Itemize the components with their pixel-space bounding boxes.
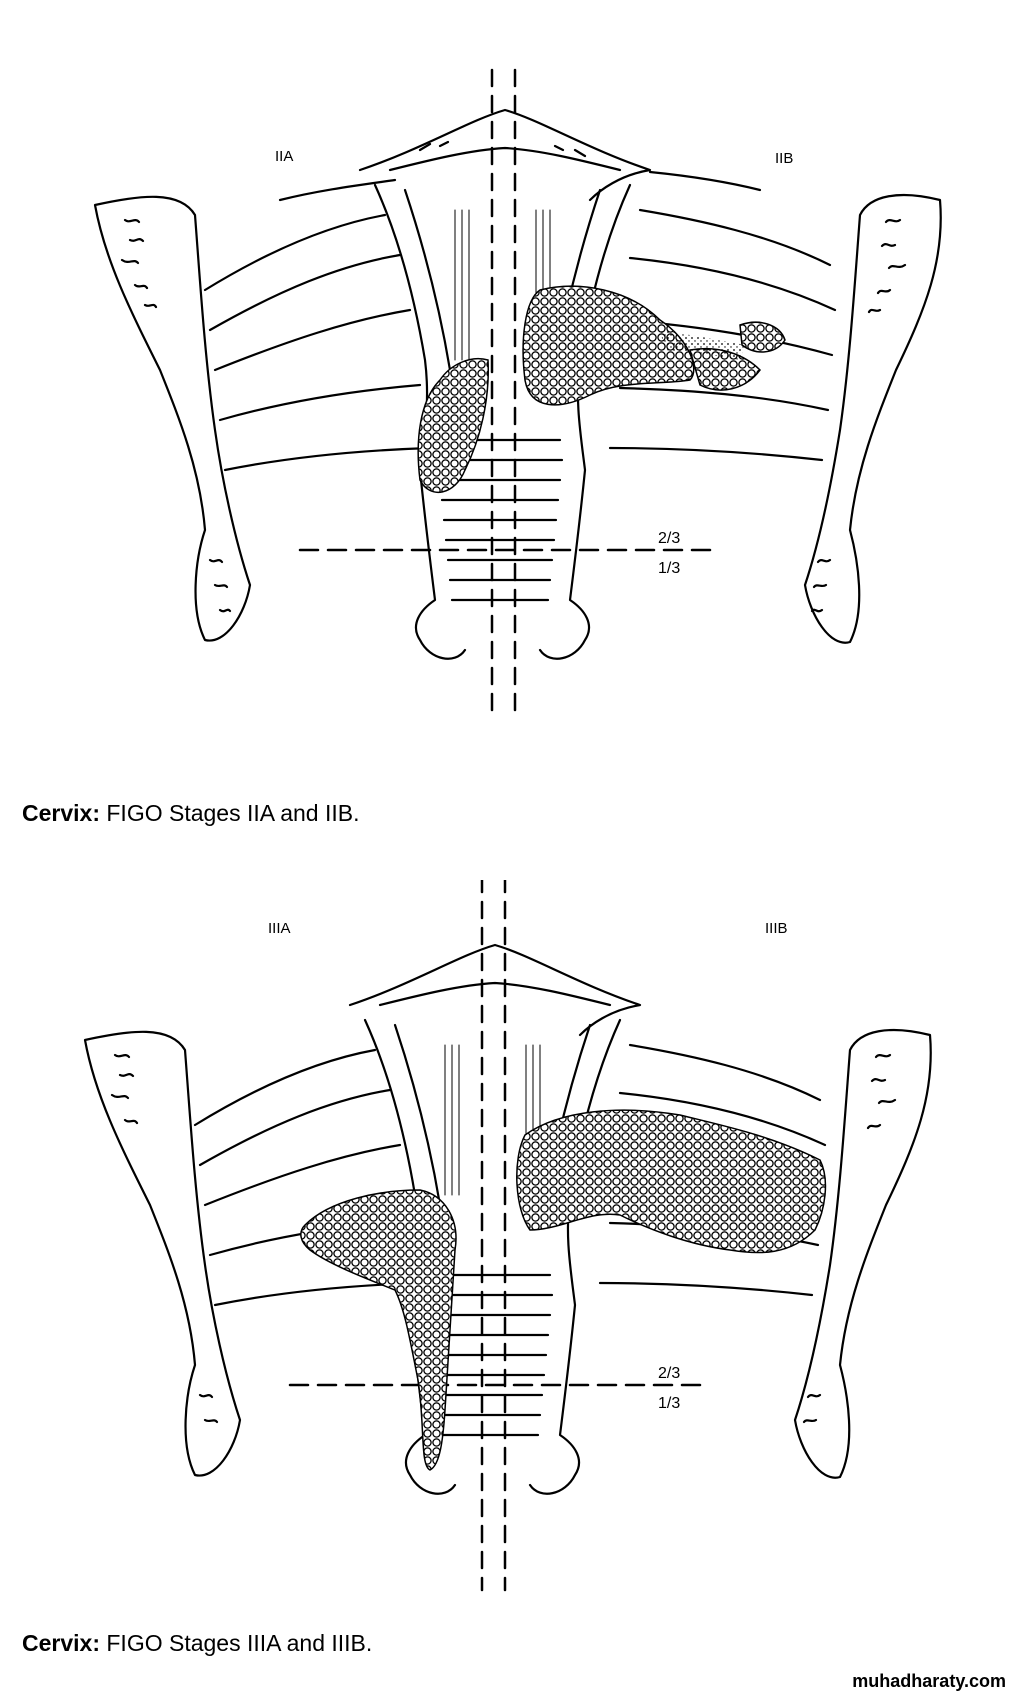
diagram-panel-stage-3: IIIA IIIB 2/3 1/3 xyxy=(0,880,1018,1600)
pelvis-illustration-stage-2 xyxy=(93,68,942,722)
stage-label-iiib: IIIB xyxy=(765,920,788,937)
stage-label-iia: IIA xyxy=(275,148,294,165)
tumor-iia xyxy=(417,358,490,494)
caption-text: FIGO Stages IIIA and IIIB. xyxy=(99,1630,373,1656)
watermark: muhadharaty.com xyxy=(852,1671,1006,1691)
caption-stage-2: Cervix: FIGO Stages IIA and IIB. xyxy=(22,800,360,827)
caption-bold: Cervix: xyxy=(22,800,100,826)
stage-label-iib: IIB xyxy=(775,150,794,167)
tumor-iiia xyxy=(300,1189,457,1471)
fraction-upper-label: 2/3 xyxy=(658,1365,681,1382)
fraction-upper-label: 2/3 xyxy=(658,530,681,547)
diagram-panel-stage-2: IIA IIB 2/3 1/3 xyxy=(0,0,1018,790)
tumor-iiib xyxy=(516,1109,827,1254)
left-pelvic-bone xyxy=(93,195,252,642)
caption-stage-3: Cervix: FIGO Stages IIIA and IIIB. xyxy=(22,1630,372,1657)
tumor-iib xyxy=(522,285,695,406)
caption-text: FIGO Stages IIA and IIB. xyxy=(99,800,360,826)
fraction-lower-label: 1/3 xyxy=(658,560,681,577)
fraction-lower-label: 1/3 xyxy=(658,1395,681,1412)
uterine-fundus xyxy=(358,108,652,202)
uterus-left-wall xyxy=(373,183,467,660)
right-pelvic-bone xyxy=(803,193,942,644)
stage-label-iiia: IIIA xyxy=(268,920,291,937)
pelvis-illustration-stage-3 xyxy=(83,880,932,1592)
uterus-right-wall xyxy=(538,183,632,660)
caption-bold: Cervix: xyxy=(22,1630,100,1656)
